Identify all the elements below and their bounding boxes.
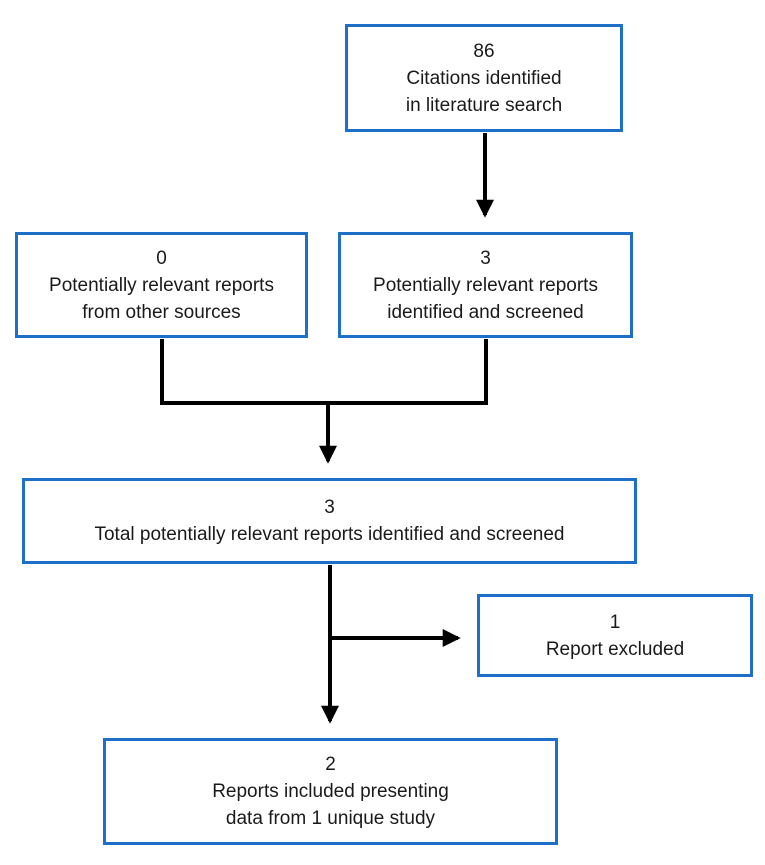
citations-count: 86: [473, 40, 495, 62]
box-reports-included: 2 Reports included presenting data from …: [103, 738, 558, 845]
report-excluded-label: Report excluded: [545, 638, 685, 660]
box-report-excluded: 1 Report excluded: [477, 594, 753, 677]
box-identified-screened: 3 Potentially relevant reports identifie…: [338, 232, 633, 338]
total-screened-label: Total potentially relevant reports ident…: [94, 524, 565, 545]
merge-bracket: [160, 339, 488, 405]
reports-included-label: Reports included presenting data from 1 …: [212, 781, 449, 829]
box-citations: 86 Citations identified in literature se…: [345, 24, 623, 132]
total-screened-count: 3: [324, 497, 335, 518]
identified-screened-count: 3: [480, 247, 491, 269]
reports-included-count: 2: [325, 754, 336, 775]
box-total-screened: 3 Total potentially relevant reports ide…: [22, 478, 637, 564]
report-excluded-count: 1: [609, 611, 621, 633]
box-other-sources: 0 Potentially relevant reports from othe…: [15, 232, 308, 338]
other-sources-count: 0: [156, 247, 167, 269]
identified-screened-label: Potentially relevant reports identified …: [373, 274, 598, 323]
citations-label: Citations identified in literature searc…: [405, 67, 563, 116]
other-sources-label: Potentially relevant reports from other …: [49, 274, 274, 323]
